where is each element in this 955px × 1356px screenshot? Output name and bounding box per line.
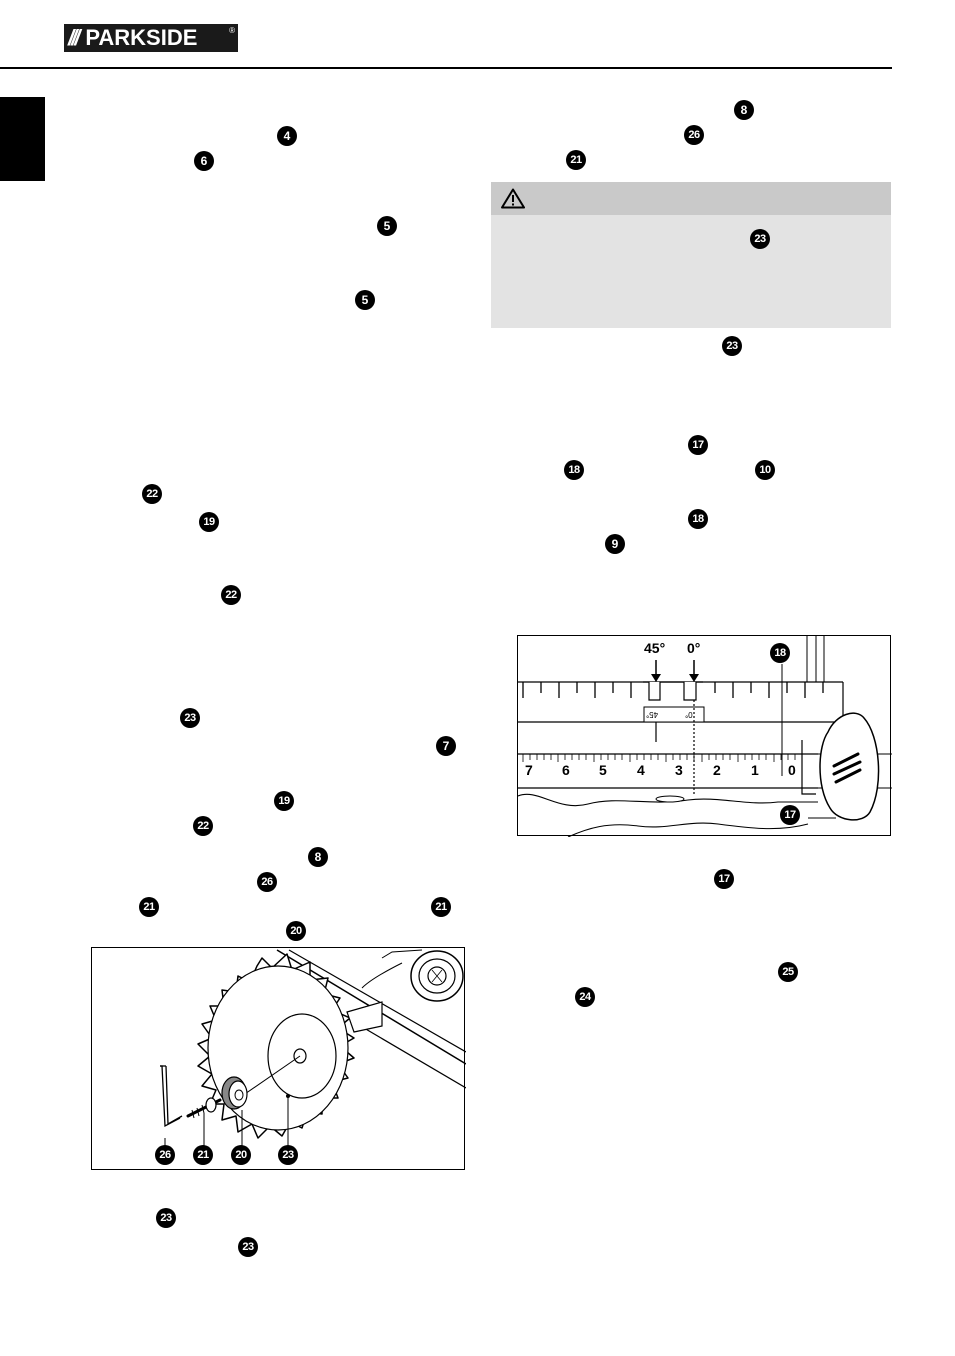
badge-21: 21 — [431, 897, 451, 917]
badge-8: 8 — [308, 847, 328, 867]
badge-18: 18 — [564, 460, 584, 480]
badge-5: 5 — [355, 290, 375, 310]
badge-26: 26 — [684, 125, 704, 145]
scale-number: 2 — [713, 762, 721, 778]
figure-label-17: 17 — [780, 805, 800, 825]
scale-number: 1 — [751, 762, 759, 778]
scale-number: 5 — [599, 762, 607, 778]
scale-number: 0 — [788, 762, 796, 778]
header-rule — [0, 67, 892, 69]
badge-22: 22 — [193, 816, 213, 836]
warning-triangle-icon — [501, 188, 525, 209]
allen-key — [160, 1065, 183, 1128]
scale-number: 7 — [525, 762, 533, 778]
badge-23: 23 — [722, 336, 742, 356]
saw-blade-illustration — [160, 949, 466, 1146]
badge-23: 23 — [750, 229, 770, 249]
badge-23: 23 — [156, 1208, 176, 1228]
locking-knob — [819, 712, 880, 821]
badge-17: 17 — [688, 435, 708, 455]
figure-label-26: 26 — [155, 1145, 175, 1165]
plate-0-label: 0° — [685, 710, 693, 719]
warning-box: 23 — [491, 182, 891, 328]
badge-4: 4 — [277, 126, 297, 146]
figure-saw-blade-assembly: 26 21 20 23 — [91, 947, 466, 1170]
figure-label-20: 20 — [231, 1145, 251, 1165]
badge-24: 24 — [575, 987, 595, 1007]
angle-45-label: 45° — [644, 640, 666, 656]
figure-label-18: 18 — [770, 643, 790, 663]
scale-number: 6 — [562, 762, 570, 778]
badge-21: 21 — [566, 150, 586, 170]
angle-scale-illustration — [518, 636, 892, 837]
language-side-tab — [0, 97, 45, 181]
badge-9: 9 — [605, 534, 625, 554]
flange-washer — [221, 1076, 248, 1110]
figure-label-21: 21 — [193, 1145, 213, 1165]
badge-6: 6 — [194, 151, 214, 171]
badge-5: 5 — [377, 216, 397, 236]
badge-10: 10 — [755, 460, 775, 480]
figure-label-23: 23 — [278, 1145, 298, 1165]
badge-19: 19 — [199, 512, 219, 532]
logo-slashes: /// — [68, 25, 80, 50]
badge-20: 20 — [286, 921, 306, 941]
screw — [186, 1097, 222, 1119]
angle-0-label: 0° — [687, 640, 701, 656]
badge-7: 7 — [436, 736, 456, 756]
figure-angle-scale: 45° 0° 45° 0° 7 6 5 4 3 2 1 0 18 17 — [517, 635, 892, 837]
badge-22: 22 — [142, 484, 162, 504]
badge-17: 17 — [714, 869, 734, 889]
badge-26: 26 — [257, 872, 277, 892]
scale-number: 3 — [675, 762, 683, 778]
badge-21: 21 — [139, 897, 159, 917]
logo-word: PARKSIDE — [85, 25, 198, 50]
badge-22: 22 — [221, 585, 241, 605]
parkside-logo: /// PARKSIDE ® — [64, 24, 238, 52]
badge-19: 19 — [274, 791, 294, 811]
badge-8: 8 — [734, 100, 754, 120]
badge-18: 18 — [688, 509, 708, 529]
logo-registered: ® — [229, 26, 235, 35]
badge-23: 23 — [180, 708, 200, 728]
badge-25: 25 — [778, 962, 798, 982]
badge-23: 23 — [238, 1237, 258, 1257]
warning-header — [491, 182, 891, 215]
scale-number: 4 — [637, 762, 645, 778]
plate-45-label: 45° — [646, 710, 659, 719]
